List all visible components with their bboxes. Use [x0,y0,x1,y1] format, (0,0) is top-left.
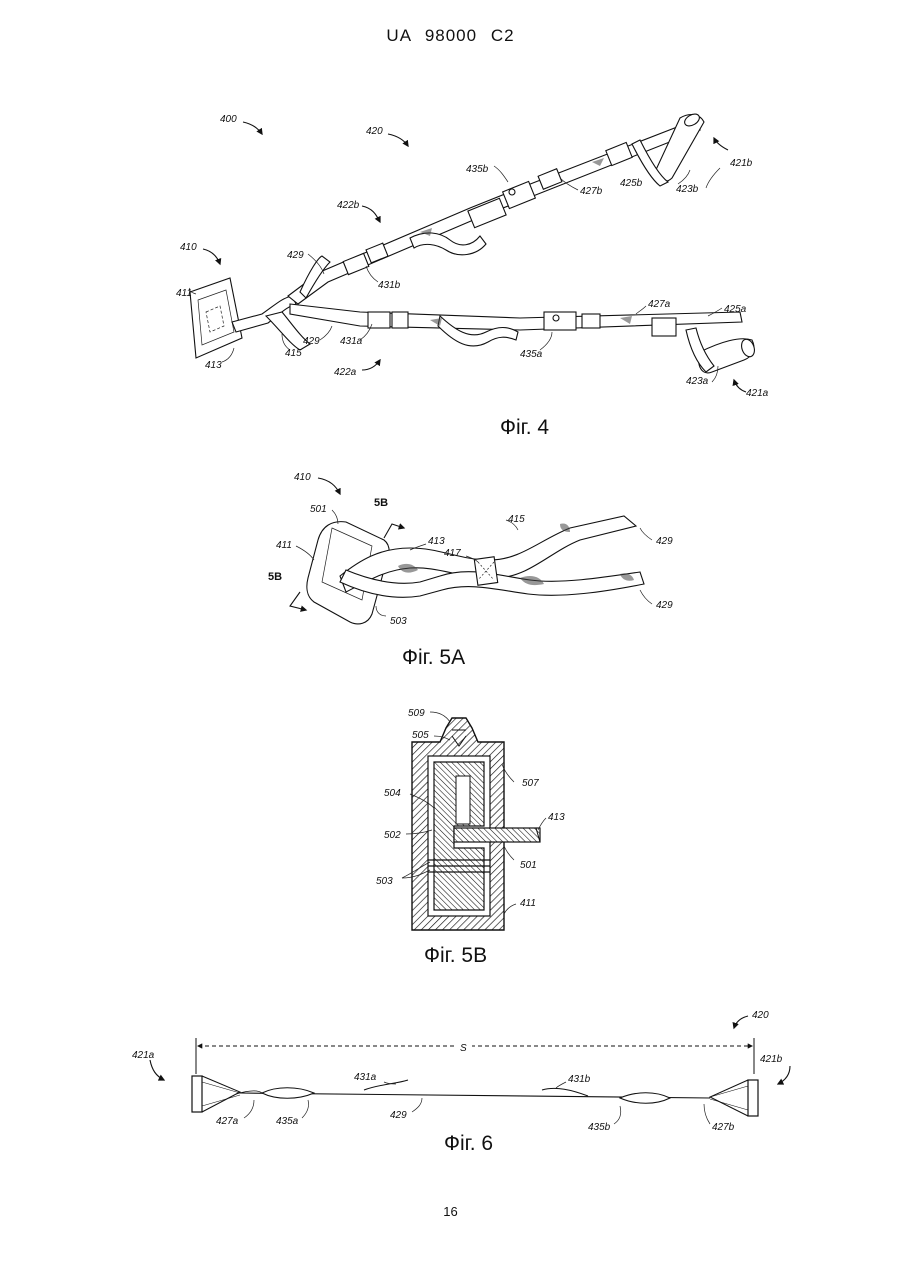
label-502: 502 [384,830,401,841]
label-5B-bottom: 5B [268,571,282,583]
label-411: 411 [276,540,292,551]
figure-5a-drawing: 410 501 5B 411 413 415 417 429 429 5B 50… [0,460,901,640]
label-422a: 422a [334,367,357,378]
label-429-lower: 429 [303,336,320,347]
figure-6-drawing: 420 421a S 421b 431a 431b 427a 435a 429 … [0,1000,901,1140]
label-411: 411 [176,288,192,299]
figure-6-caption: Фіг. 6 [444,1132,493,1156]
label-423a: 423a [686,376,709,387]
label-421b: 421b [760,1054,783,1065]
label-421b: 421b [730,158,753,169]
label-421a: 421a [132,1050,155,1061]
label-427b: 427b [580,186,603,197]
label-429-top: 429 [656,536,673,547]
label-425a: 425a [724,304,747,315]
label-415: 415 [508,514,525,525]
label-423b: 423b [676,184,699,195]
label-425b: 425b [620,178,643,189]
label-429: 429 [390,1110,407,1121]
label-400: 400 [220,114,237,125]
label-435a: 435a [276,1116,299,1127]
label-427a: 427a [216,1116,239,1127]
label-415: 415 [285,348,302,359]
handle-421b [748,1080,758,1116]
label-431b: 431b [568,1074,591,1085]
label-431a: 431a [354,1072,377,1083]
label-504: 504 [384,788,401,799]
label-410: 410 [180,242,197,253]
label-417: 417 [444,548,461,559]
label-422b: 422b [337,200,360,211]
label-431a: 431a [340,336,363,347]
label-5B-top: 5B [374,497,388,509]
figure-5b-caption: Фіг. 5В [424,944,487,968]
label-507: 507 [522,778,539,789]
label-420: 420 [752,1010,769,1021]
label-501: 501 [310,504,327,515]
figure-5a-caption: Фіг. 5А [402,646,465,670]
label-410: 410 [294,472,311,483]
label-429-upper: 429 [287,250,304,261]
label-413: 413 [428,536,445,547]
label-501: 501 [520,860,537,871]
anchor-411 [190,278,242,358]
label-427b: 427b [712,1122,735,1133]
section-strap-413 [454,828,540,842]
label-427a: 427a [648,299,671,310]
label-503: 503 [376,876,393,887]
figure-4-drawing: 400 420 421b 435b 427b 425b 423b 422b 41… [0,0,901,400]
label-420: 420 [366,126,383,137]
page-number: 16 [0,1204,901,1219]
label-411: 411 [520,898,536,909]
label-435b: 435b [466,164,489,175]
label-435a: 435a [520,349,543,360]
label-431b: 431b [378,280,401,291]
handle-421a [192,1076,202,1112]
label-413: 413 [205,360,222,371]
figure-4-caption: Фіг. 4 [500,416,549,440]
figure-5b-drawing: 509 505 507 504 413 502 501 503 411 [0,700,901,940]
label-429-bottom: 429 [656,600,673,611]
label-509: 509 [408,708,425,719]
label-421a: 421a [746,388,769,399]
label-413: 413 [548,812,565,823]
label-503: 503 [390,616,407,627]
label-505: 505 [412,730,429,741]
label-S: S [460,1043,467,1054]
label-435b: 435b [588,1122,611,1133]
